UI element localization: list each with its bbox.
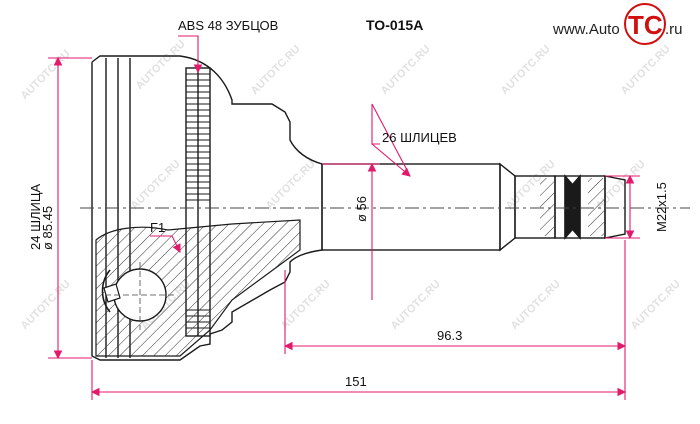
- shaft-tip-hatch: [540, 178, 604, 236]
- inner-splines-label: 24 ШЛИЦА: [28, 184, 43, 250]
- watermark-text: AUTOTC.RU: [499, 43, 553, 97]
- length-151-label: 151: [345, 374, 367, 389]
- watermark-text: AUTOTC.RU: [389, 278, 443, 332]
- watermark-text: AUTOTC.RU: [249, 43, 303, 97]
- logo-ring-icon: [624, 3, 666, 45]
- watermark-text: AUTOTC.RU: [264, 158, 318, 212]
- section-hatch: [95, 219, 301, 357]
- abs-teeth-label: ABS 48 ЗУБЦОВ: [178, 18, 278, 33]
- part-number: TO-015A: [366, 17, 423, 33]
- dimension-lines: [48, 35, 640, 400]
- watermark-text: AUTOTC.RU: [19, 278, 73, 332]
- shaft: [321, 162, 626, 252]
- watermark-text: AUTOTC.RU: [629, 278, 683, 332]
- watermark-text: AUTOTC.RU: [19, 48, 73, 102]
- watermark-text: AUTOTC.RU: [509, 278, 563, 332]
- length-96-label: 96.3: [437, 328, 462, 343]
- outer-diameter-label: ø 85.45: [40, 206, 55, 250]
- watermark-text: AUTOTC.RU: [129, 158, 183, 212]
- abs-ring-teeth: [186, 73, 210, 329]
- shaft-diameter-label: ø 56: [354, 196, 369, 222]
- brand-logo-letters: TC: [628, 10, 663, 40]
- brand-suffix: .ru: [665, 21, 683, 38]
- watermark-text: AUTOTC.RU: [279, 278, 333, 332]
- watermark-text: AUTOTC.RU: [379, 43, 433, 97]
- f1-label: F1: [150, 220, 165, 235]
- thread-label: M22x1.5: [654, 182, 669, 232]
- outer-splines-label: 26 ШЛИЦЕВ: [382, 130, 457, 145]
- brand-prefix: www.Auto: [552, 21, 620, 38]
- watermark-text: AUTOTC.RU: [134, 38, 188, 92]
- watermark-text: AUTOTC.RU: [619, 43, 673, 97]
- brand-logo: www.Auto TC .ru: [552, 3, 683, 45]
